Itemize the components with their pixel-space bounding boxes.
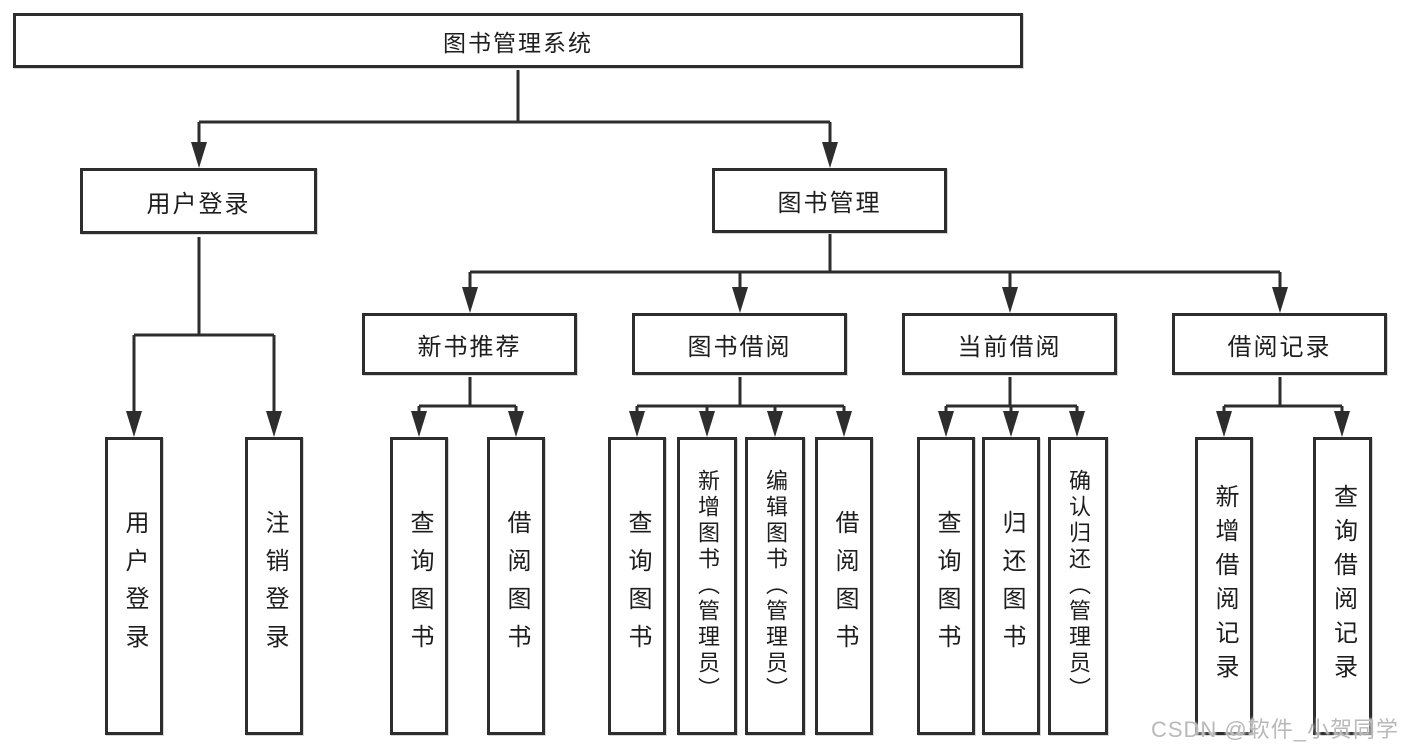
leaf-borrow-books-borrowing: 借阅图书 [815,437,873,735]
leaf-add-book-admin: 新增图书（管理员） [677,437,737,735]
leaf-label: 借阅图书 [503,510,530,662]
connector-borrowing-records-to-leaves [1222,377,1344,414]
node-label: 当前借阅 [957,333,1062,361]
connector-new-book-recommendation-to-leaves [417,377,518,414]
leaf-logout-login: 注销登录 [245,437,303,735]
arrowheads [126,142,1350,437]
connector-user-login-to-leaves [132,237,276,413]
node-label: 图书管理 [777,190,882,217]
leaf-label: 借阅图书 [831,510,858,662]
leaf-label: 归还图书 [998,510,1025,662]
leaf-query-borrowing-record: 查询借阅记录 [1313,437,1372,735]
node-book-management: 图书管理 [712,168,947,233]
leaf-label: 查询图书 [406,510,433,662]
leaf-label: 新增图书（管理员） [695,469,720,703]
leaf-add-borrowing-record: 新增借阅记录 [1195,437,1253,735]
leaf-query-books-recommendation: 查询图书 [390,437,448,735]
node-book-borrowing: 图书借阅 [632,313,847,375]
leaf-label: 用户登录 [121,510,148,662]
connector-book-management-to-level3 [468,234,1282,289]
leaf-borrow-books-recommendation: 借阅图书 [487,437,545,735]
leaf-label: 查询图书 [624,510,651,662]
connector-book-borrowing-to-leaves [635,377,846,414]
leaf-user-login: 用户登录 [105,437,163,735]
leaf-query-books-current: 查询图书 [917,437,975,735]
leaf-edit-book-admin: 编辑图书（管理员） [745,437,805,735]
node-label: 图书借阅 [687,333,792,361]
node-new-book-recommendation: 新书推荐 [362,313,577,375]
leaf-label: 查询图书 [933,510,960,662]
node-user-login: 用户登录 [80,168,317,234]
leaf-label: 编辑图书（管理员） [763,469,788,703]
csdn-watermark: CSDN @软件_小贺同学 [1150,717,1399,742]
leaf-label: 确认归还（管理员） [1066,469,1091,703]
node-label: 新书推荐 [417,333,522,361]
connector-root-to-level2 [197,70,832,144]
leaf-label: 查询借阅记录 [1329,484,1357,688]
leaf-label: 新增借阅记录 [1211,484,1238,688]
node-label: 借阅记录 [1227,333,1332,361]
node-label: 图书管理系统 [443,29,593,56]
leaf-return-books: 归还图书 [982,437,1040,735]
leaf-confirm-return-admin: 确认归还（管理员） [1048,437,1108,735]
leaf-label: 注销登录 [261,510,288,662]
node-library-management-system: 图书管理系统 [13,13,1023,68]
node-current-borrowing: 当前借阅 [902,313,1117,375]
leaf-query-books-borrowing: 查询图书 [608,437,666,735]
node-borrowing-records: 借阅记录 [1172,313,1387,375]
node-label: 用户登录 [146,190,251,218]
connector-current-borrowing-to-leaves [944,377,1079,414]
